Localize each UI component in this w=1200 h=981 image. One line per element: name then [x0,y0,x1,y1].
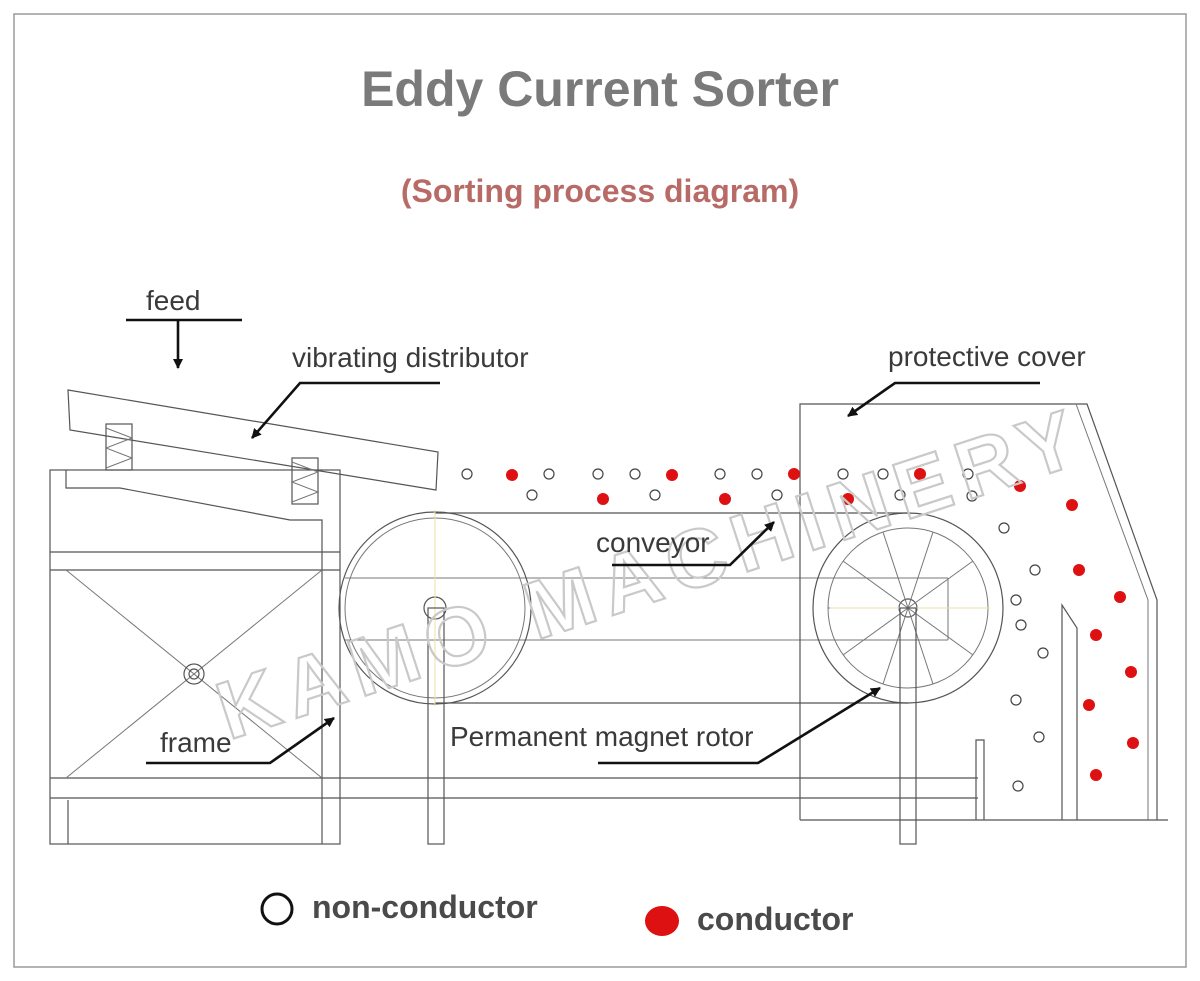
non-conductor-particle [877,468,889,480]
legend: non-conductor conductor [260,889,853,937]
conductor-particle [914,468,926,480]
non-conductor-particle [714,468,726,480]
non-conductor-particle [543,468,555,480]
conveyor-belt [338,510,949,845]
label-frame: frame [160,727,232,758]
conductor-particle [1066,499,1078,511]
conductor-particle [719,493,731,505]
non-conductor-particle [751,468,763,480]
label-protective-cover: protective cover [888,341,1086,372]
non-conductor-particle [1012,780,1024,792]
vibrating-distributor-arrow [251,381,440,439]
non-conductor-particle [526,489,538,501]
non-conductor-particle [649,489,661,501]
label-magnet-rotor: Permanent magnet rotor [450,721,754,752]
non-conductor-particle [592,468,604,480]
outer-border [13,13,1187,968]
label-conveyor: conveyor [596,527,710,558]
non-conductor-particle [629,468,641,480]
conductor-particle [506,469,518,481]
frame-structure [49,469,341,845]
legend-non-conductor-icon [260,892,294,926]
diagram-subtitle: (Sorting process diagram) [401,173,799,209]
non-conductor-particle [1010,594,1022,606]
vibrating-distributor [67,389,439,505]
non-conductor-particle [837,468,849,480]
conductor-particles [506,468,1139,781]
conductor-particle [1127,737,1139,749]
conductor-particle [1014,480,1026,492]
conveyor-arrow [612,521,775,567]
label-feed: feed [146,285,201,316]
label-vibrating-distributor: vibrating distributor [292,342,529,373]
non-conductor-particle [1015,619,1027,631]
conductor-particle [1125,666,1137,678]
conductor-particle [788,468,800,480]
conductor-particle [1090,769,1102,781]
conductor-particle [1114,591,1126,603]
non-conductor-particle [1010,694,1022,706]
non-conductor-particle [461,468,473,480]
protective-cover [799,403,1168,821]
conductor-particle [1083,699,1095,711]
diagram-title: Eddy Current Sorter [361,61,839,117]
non-conductor-particle [1037,647,1049,659]
conductor-particle [842,493,854,505]
frame-arrow [146,716,335,765]
magnet-rotor [812,512,1004,845]
non-conductor-particles [461,468,1049,792]
non-conductor-particle [1033,731,1045,743]
magnet-rotor-arrow [598,686,881,765]
non-conductor-particle [966,490,978,502]
protective-cover-arrow [847,381,1040,418]
non-conductor-particle [962,468,974,480]
non-conductor-particle [1029,564,1041,576]
legend-conductor-label: conductor [697,901,853,937]
conductor-particle [666,469,678,481]
legend-non-conductor-label: non-conductor [312,889,538,925]
base-rail [340,777,978,799]
legend-conductor-icon [645,906,679,936]
non-conductor-particle [771,489,783,501]
conductor-particle [597,493,609,505]
conductor-particle [1090,629,1102,641]
non-conductor-particle [894,489,906,501]
conductor-particle [1073,564,1085,576]
non-conductor-particle [998,522,1010,534]
